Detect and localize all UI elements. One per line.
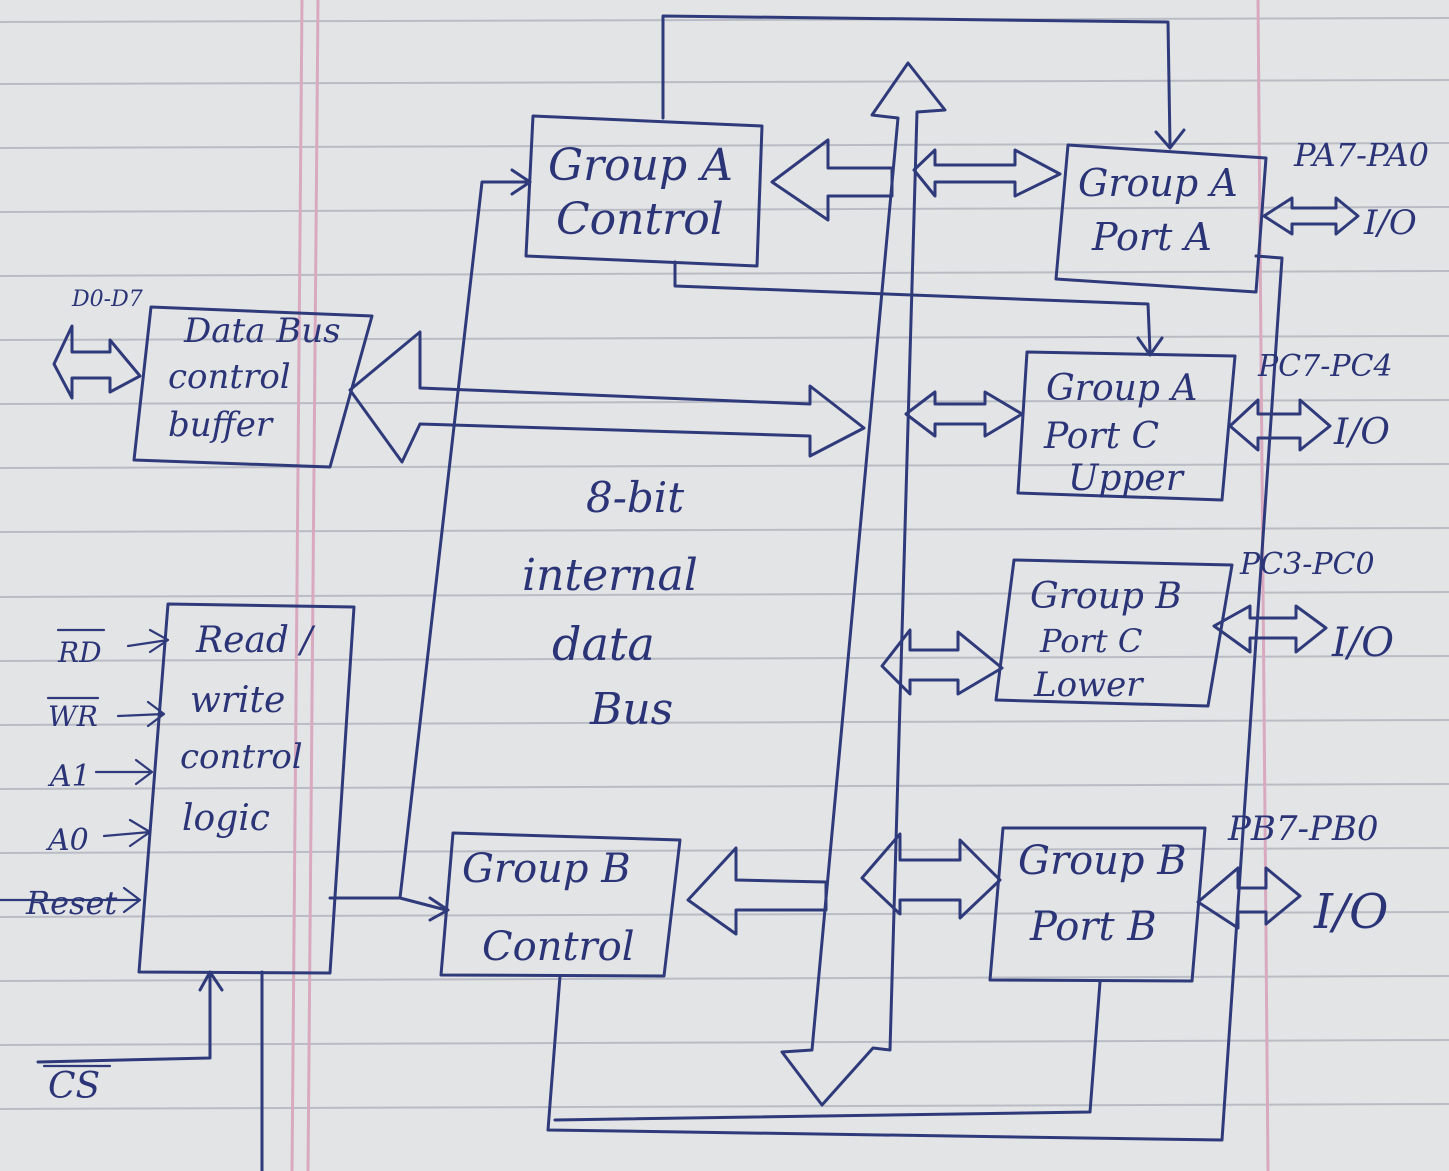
port-c-lower-line3: Lower: [1033, 665, 1144, 705]
group-a-control-line1: Group A: [548, 140, 733, 191]
ctrl-a-bus-arrow: [770, 138, 894, 222]
block-labels: Group A Control Group A Port A Data Bus …: [168, 140, 1238, 970]
bus-port-c-upper-arrow: [904, 390, 1024, 438]
bus-port-a-arrow: [912, 148, 1062, 198]
port-b-return-wire: [553, 980, 1102, 1122]
group-a-port-a-line1: Group A: [1078, 161, 1238, 205]
cs-label: CS: [48, 1066, 100, 1107]
data-bus-buffer-line2: control: [168, 357, 291, 397]
rw-control-line1: Read /: [195, 620, 316, 661]
bus-label-line2: internal: [522, 550, 698, 601]
control-input-arrows: [0, 628, 170, 1068]
rw-to-ctrl-b-arrowhead: [428, 896, 450, 922]
port-b-io-arrow: [1196, 866, 1302, 930]
group-b-port-b-line2: Port B: [1029, 904, 1157, 950]
port-a-io-arrow: [1262, 196, 1360, 236]
bidirectional-arrows: [52, 138, 1360, 936]
ctrl-a-to-port-a-wire: [661, 14, 1172, 147]
rw-control-line3: control: [180, 737, 303, 777]
rw-control-line4: logic: [182, 798, 270, 839]
rw-control-box: [137, 602, 356, 975]
data-bus-buffer-box: [132, 305, 374, 469]
rd-label: RD: [57, 636, 102, 669]
port-c-upper-io-arrow: [1228, 398, 1332, 452]
pc-lower-io-label: I/O: [1331, 620, 1394, 666]
pa-pins-label: PA7-PA0: [1293, 136, 1429, 174]
d-bus-label: D0-D7: [71, 287, 143, 312]
d-bus-input-arrow: [52, 324, 142, 400]
bus-port-b-arrow: [860, 832, 1002, 920]
pc-lower-pins-label: PC3-PC0: [1239, 547, 1375, 582]
cs-wire: [36, 973, 212, 1064]
pin-labels: PA7-PA0 I/O PC7-PC4 I/O PC3-PC0 I/O PB7-…: [25, 136, 1429, 1107]
group-a-port-a-box: [1054, 143, 1268, 294]
ctrl-a-to-port-c-arrowhead: [1136, 336, 1164, 357]
ruled-lines: [0, 17, 1449, 1110]
pa-io-label: I/O: [1363, 203, 1417, 243]
rw-to-ctrl-b-wire: [398, 896, 448, 912]
ctrl-a-to-port-a-arrowhead: [1154, 128, 1186, 150]
buffer-bus-arrow: [348, 330, 866, 464]
port-c-lower-box: [994, 558, 1234, 708]
group-b-port-b-box: [988, 826, 1207, 983]
port-c-upper-line2: Port C: [1043, 416, 1159, 457]
rw-control-line2: write: [190, 680, 285, 721]
ctrl-b-to-port-b-wire: [546, 254, 1284, 1142]
bus-label-line1: 8-bit: [586, 473, 684, 522]
pc-upper-pins-label: PC7-PC4: [1257, 349, 1393, 384]
group-a-port-a-line2: Port A: [1091, 215, 1212, 259]
reset-arrow: [0, 886, 142, 914]
data-bus-buffer-line3: buffer: [168, 405, 274, 445]
a0-arrow: [102, 818, 152, 848]
pb-io-label: I/O: [1313, 884, 1388, 940]
rw-to-ctrl-a-arrowhead: [510, 168, 532, 196]
rw-to-ctrl-a-wire: [328, 180, 530, 900]
a0-label: A0: [45, 823, 89, 858]
data-bus-buffer-line1: Data Bus: [183, 311, 341, 351]
group-a-control-box: [524, 114, 764, 268]
margin-lines: [290, 0, 1270, 1171]
ctrl-a-to-port-c-wire: [673, 260, 1152, 354]
port-c-lower-io-arrow: [1212, 604, 1328, 654]
a1-label: A1: [47, 759, 91, 794]
port-c-upper-box: [1016, 350, 1237, 502]
wr-label: WR: [48, 700, 98, 733]
wires: [36, 14, 1284, 1171]
bus-label-line3: data: [552, 617, 655, 671]
a1-arrow: [94, 758, 154, 786]
group-b-control-line2: Control: [482, 924, 635, 970]
bus-label-line4: Bus: [589, 684, 673, 735]
wr-arrow: [116, 700, 166, 728]
port-c-upper-line3: Upper: [1068, 458, 1185, 499]
blocks: [132, 114, 1268, 983]
port-c-lower-line2: Port C: [1039, 622, 1142, 660]
pb-pins-label: PB7-PB0: [1227, 809, 1378, 849]
port-c-lower-line1: Group B: [1030, 576, 1182, 617]
rd-arrow: [126, 628, 170, 654]
group-b-port-b-line1: Group B: [1018, 838, 1187, 884]
group-b-control-line1: Group B: [462, 846, 631, 892]
bus-label: 8-bit internal data Bus: [522, 473, 698, 735]
reset-label: Reset: [25, 884, 117, 922]
bus-port-c-lower-arrow: [880, 628, 1004, 696]
pc-upper-io-label: I/O: [1333, 412, 1390, 453]
group-a-control-line2: Control: [556, 194, 724, 245]
port-c-upper-line1: Group A: [1046, 368, 1197, 409]
internal-data-bus-arrow: [780, 61, 947, 1107]
cs-arrowhead: [198, 970, 224, 992]
ctrl-b-bus-arrow: [686, 846, 828, 936]
group-b-control-box: [439, 831, 682, 978]
